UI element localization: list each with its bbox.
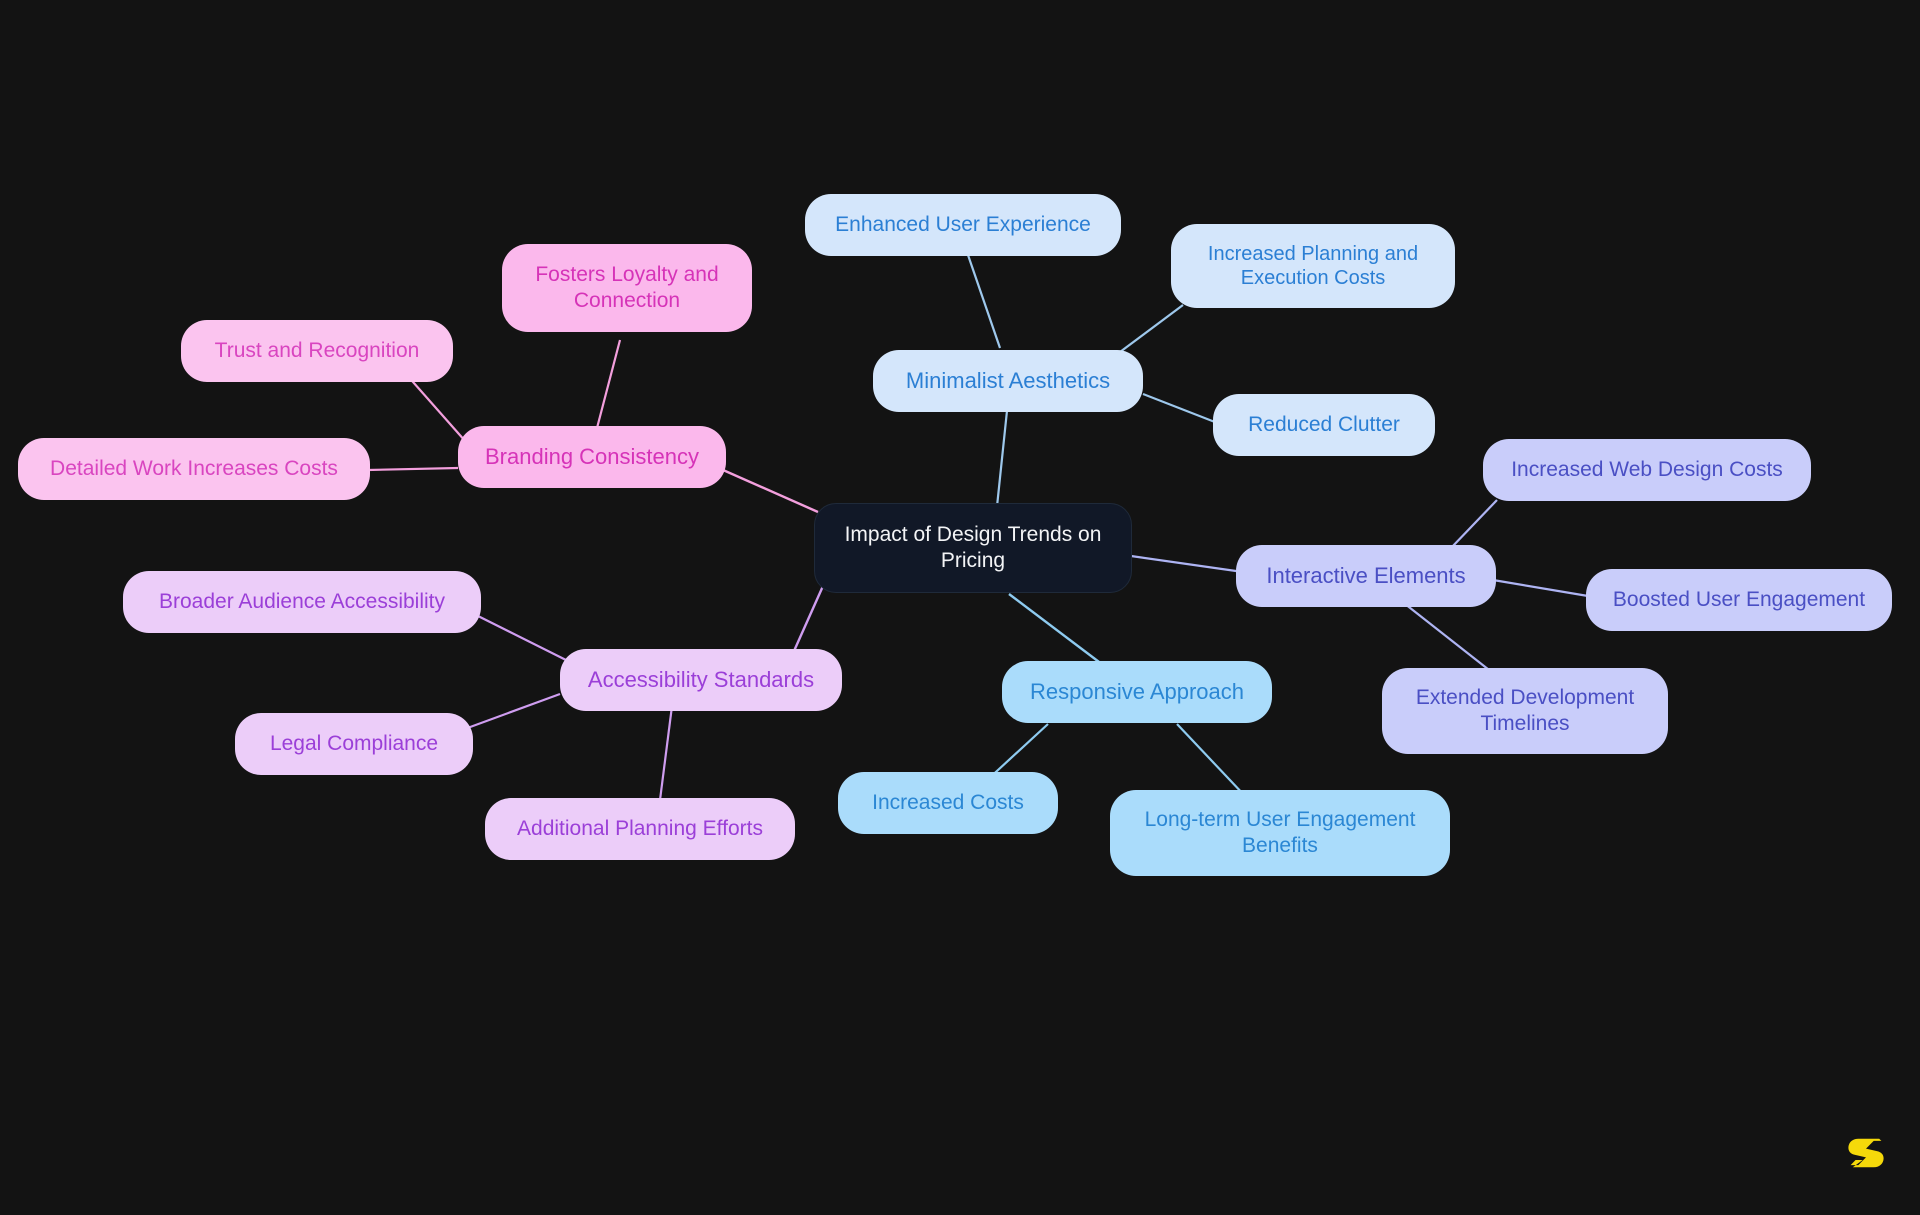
- leaf-node-trust-and-recognition[interactable]: Trust and Recognition: [181, 320, 453, 382]
- root-node[interactable]: Impact of Design Trends on Pricing: [814, 503, 1132, 593]
- edge-root-branding: [722, 468, 819, 514]
- edge-responsive-longterm-benefits: [1176, 723, 1246, 797]
- edge-accessibility-legal-compliance: [461, 692, 561, 732]
- leaf-node-broader-audience-accessibility[interactable]: Broader Audience Accessibility: [123, 571, 481, 633]
- leaf-node-fosters-loyalty-and-connection[interactable]: Fosters Loyalty and Connection: [502, 244, 752, 332]
- leaf-node-increased-web-design-costs[interactable]: Increased Web Design Costs: [1483, 439, 1811, 501]
- leaf-node-reduced-clutter[interactable]: Reduced Clutter: [1213, 394, 1435, 456]
- s-logo-icon: [1848, 1138, 1884, 1168]
- branch-node-branding-consistency[interactable]: Branding Consistency: [458, 426, 726, 488]
- leaf-node-extended-development-timelines[interactable]: Extended Development Timelines: [1382, 668, 1668, 754]
- edge-interactive-boosted-engagement: [1492, 578, 1589, 598]
- edge-accessibility-additional-planning: [658, 705, 674, 801]
- leaf-node-longterm-user-engagement-benefits[interactable]: Long-term User Engagement Benefits: [1110, 790, 1450, 876]
- branch-node-accessibility-standards[interactable]: Accessibility Standards: [560, 649, 842, 711]
- edge-minimalist-reduced-clutter: [1142, 392, 1221, 426]
- branch-node-minimalist-aesthetics[interactable]: Minimalist Aesthetics: [873, 350, 1143, 412]
- edge-minimalist-planning-costs: [1119, 304, 1184, 353]
- branch-node-interactive-elements[interactable]: Interactive Elements: [1236, 545, 1496, 607]
- leaf-node-boosted-user-engagement[interactable]: Boosted User Engagement: [1586, 569, 1892, 631]
- branch-node-responsive-approach[interactable]: Responsive Approach: [1002, 661, 1272, 723]
- leaf-node-legal-compliance[interactable]: Legal Compliance: [235, 713, 473, 775]
- leaf-node-additional-planning-efforts[interactable]: Additional Planning Efforts: [485, 798, 795, 860]
- edge-interactive-webdesign-costs: [1450, 499, 1498, 549]
- leaf-node-detailed-work-increases-costs[interactable]: Detailed Work Increases Costs: [18, 438, 370, 500]
- edge-minimalist-enhanced-ux: [966, 254, 1002, 349]
- edge-root-responsive: [1008, 593, 1108, 669]
- edge-root-interactive: [1130, 554, 1244, 574]
- leaf-node-increased-costs[interactable]: Increased Costs: [838, 772, 1058, 834]
- leaf-node-enhanced-user-experience[interactable]: Enhanced User Experience: [805, 194, 1121, 256]
- edge-accessibility-broader-audience: [469, 611, 567, 661]
- leaf-node-increased-planning-and-execution-costs[interactable]: Increased Planning and Execution Costs: [1171, 224, 1455, 308]
- edge-branding-detailed-work: [367, 466, 459, 472]
- edge-branding-loyalty: [595, 339, 622, 429]
